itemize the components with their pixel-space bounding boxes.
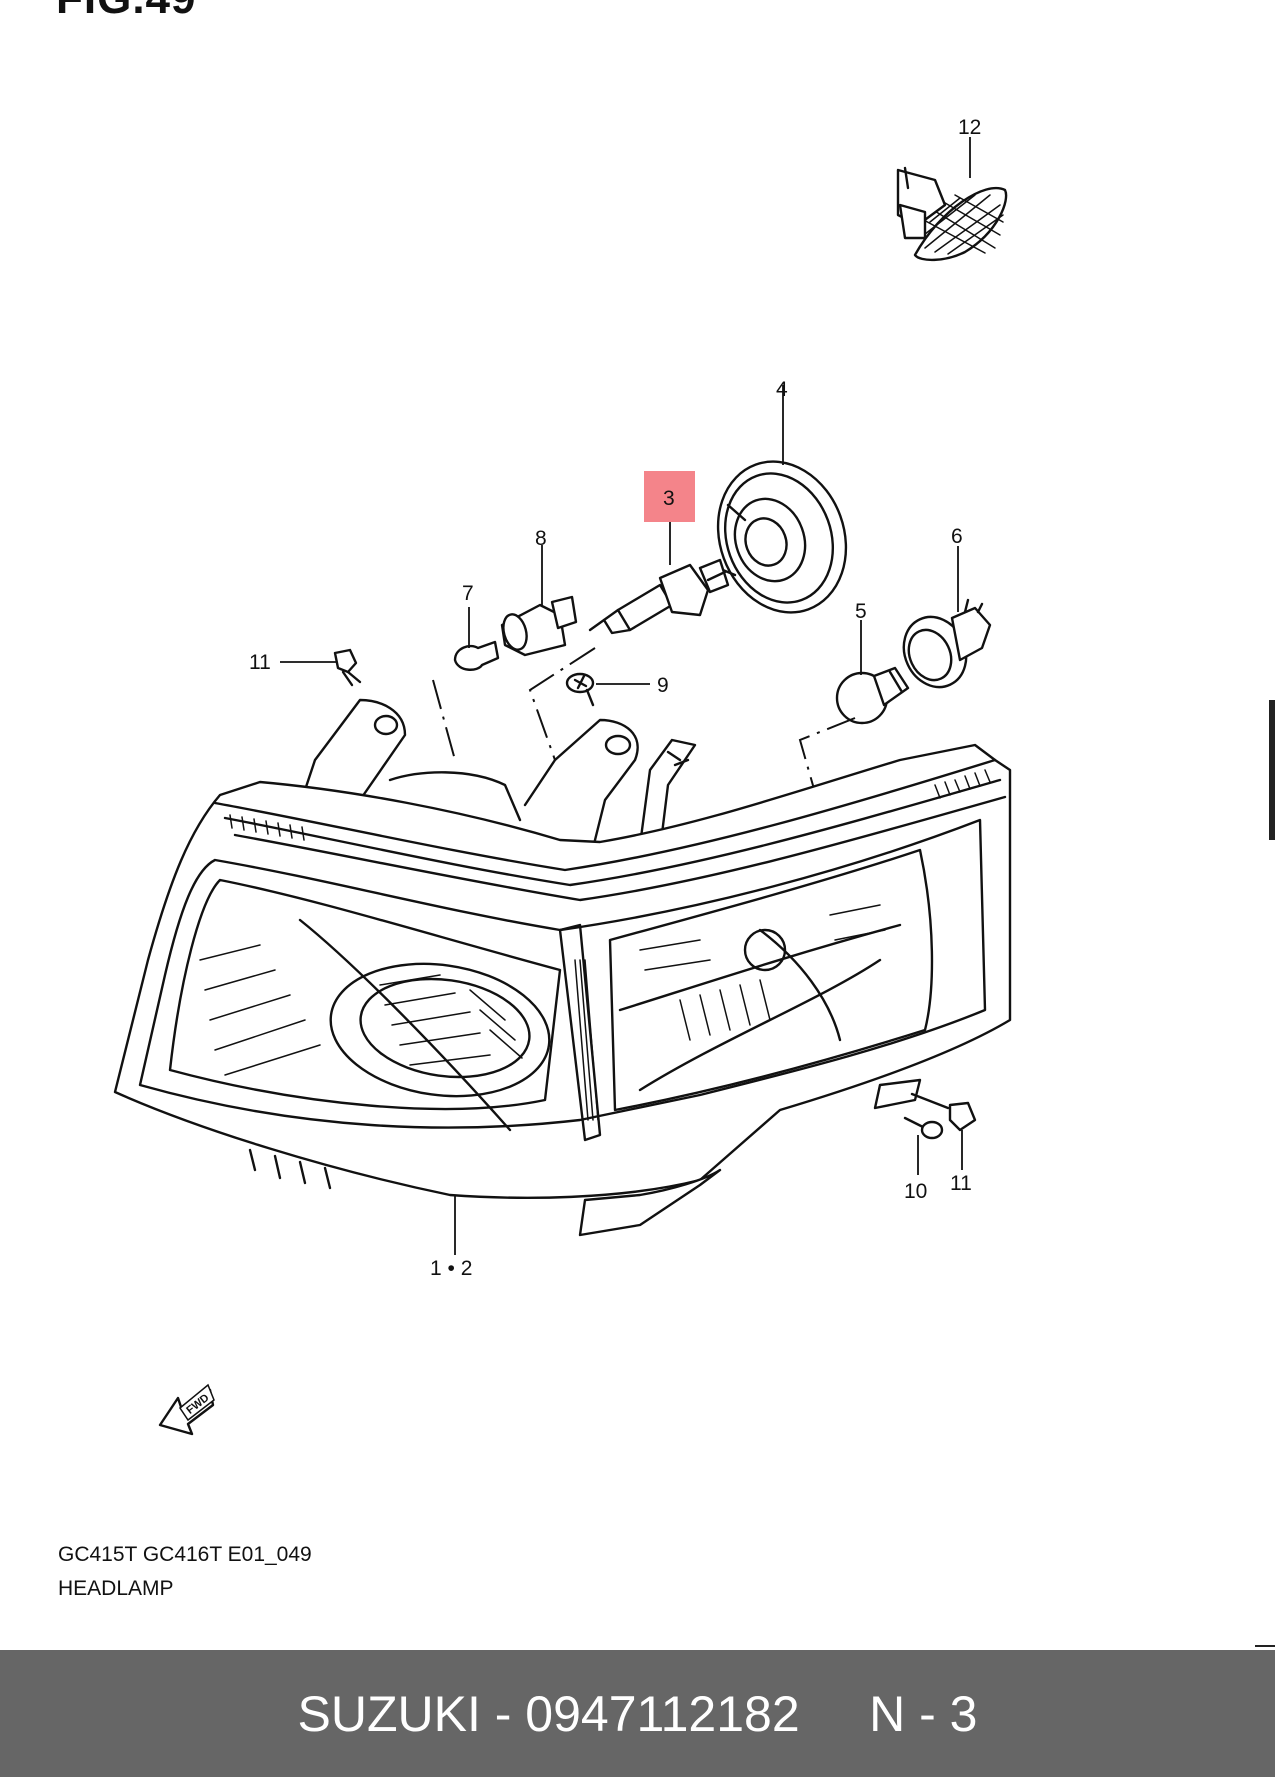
turn-signal-bulb [835,666,910,725]
callout-1-2: 1 • 2 [430,1257,472,1280]
headlamp-bulb [588,558,730,635]
forward-direction-arrow: FWD [158,1383,215,1436]
retaining-clip-lower [910,1092,977,1132]
callout-4: 4 [776,378,788,401]
callout-11-upper: 11 [249,651,271,674]
side-marker-lamp [896,166,1008,262]
callout-12: 12 [958,116,981,139]
right-edge-mark-upper [1269,700,1275,840]
right-edge-mark-lower [1255,1645,1275,1647]
headlamp-exploded-diagram: 12 4 3 8 7 6 [113,116,1012,1436]
callout-11-lower: 11 [950,1172,972,1195]
callout-9: 9 [657,674,669,697]
callout-3: 3 [663,487,675,510]
callout-5: 5 [855,600,867,623]
footer-bar: SUZUKI - 0947112182 N - 3 [0,1650,1275,1777]
figure-title: FIG.49 [56,0,197,24]
turn-signal-socket [902,598,992,689]
diagram-code: GC415T GC416T E01_049 [58,1543,312,1566]
assembly-guide-lines [432,647,856,811]
highlight-box-3 [644,471,695,522]
wedge-bulb [453,640,500,671]
headlamp-assembly [113,743,1012,1237]
callout-7: 7 [462,582,474,605]
position-lamp-socket [500,595,578,657]
screw-10 [903,1116,944,1140]
diagram-name: HEADLAMP [58,1577,174,1600]
callout-8: 8 [535,527,547,550]
callout-10: 10 [904,1180,927,1203]
mounting-screw-9 [565,672,595,707]
retaining-clip-upper [333,648,362,687]
callout-6: 6 [951,525,963,548]
footer-part-number: SUZUKI - 0947112182 N - 3 [297,1685,978,1742]
dust-cover-boot [716,460,848,614]
